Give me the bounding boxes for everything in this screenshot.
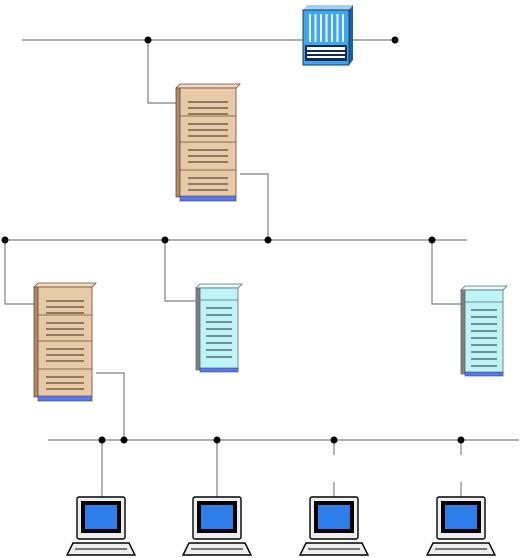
computer-icon [300,497,368,555]
switch-slot [315,14,317,42]
switch-slot [326,14,328,42]
network-switch-icon [303,5,353,65]
switch-slot [320,14,322,42]
storage-right-drop [432,240,461,304]
computer-icon [67,497,135,555]
branch-server-drop [5,240,36,304]
computer-icon [183,497,251,555]
branch-server-to-client-lan [96,373,124,440]
storage-center-drop [165,240,196,301]
storage-array-icon [461,286,507,376]
junction-dot [162,237,169,244]
junction-dot [2,237,9,244]
main-server-drop [148,40,176,103]
junction-dot [145,37,152,44]
switch-slot [342,14,344,42]
junction-dot [121,437,128,444]
main-server-to-server-lan [240,174,268,240]
tower-server-icon [34,283,96,401]
junction-dot [392,37,399,44]
switch-slot [337,14,339,42]
junction-dot [429,237,436,244]
switch-slot [309,14,311,42]
storage-array-icon [196,284,242,372]
junction-dot [458,437,465,444]
connection-lines [5,40,519,497]
tower-server-icon [176,84,240,201]
switch-slot [331,14,333,42]
computer-icon [427,497,495,555]
junction-dot [331,437,338,444]
junction-dot [99,437,106,444]
junction-dot [265,237,272,244]
junction-dot [214,437,221,444]
